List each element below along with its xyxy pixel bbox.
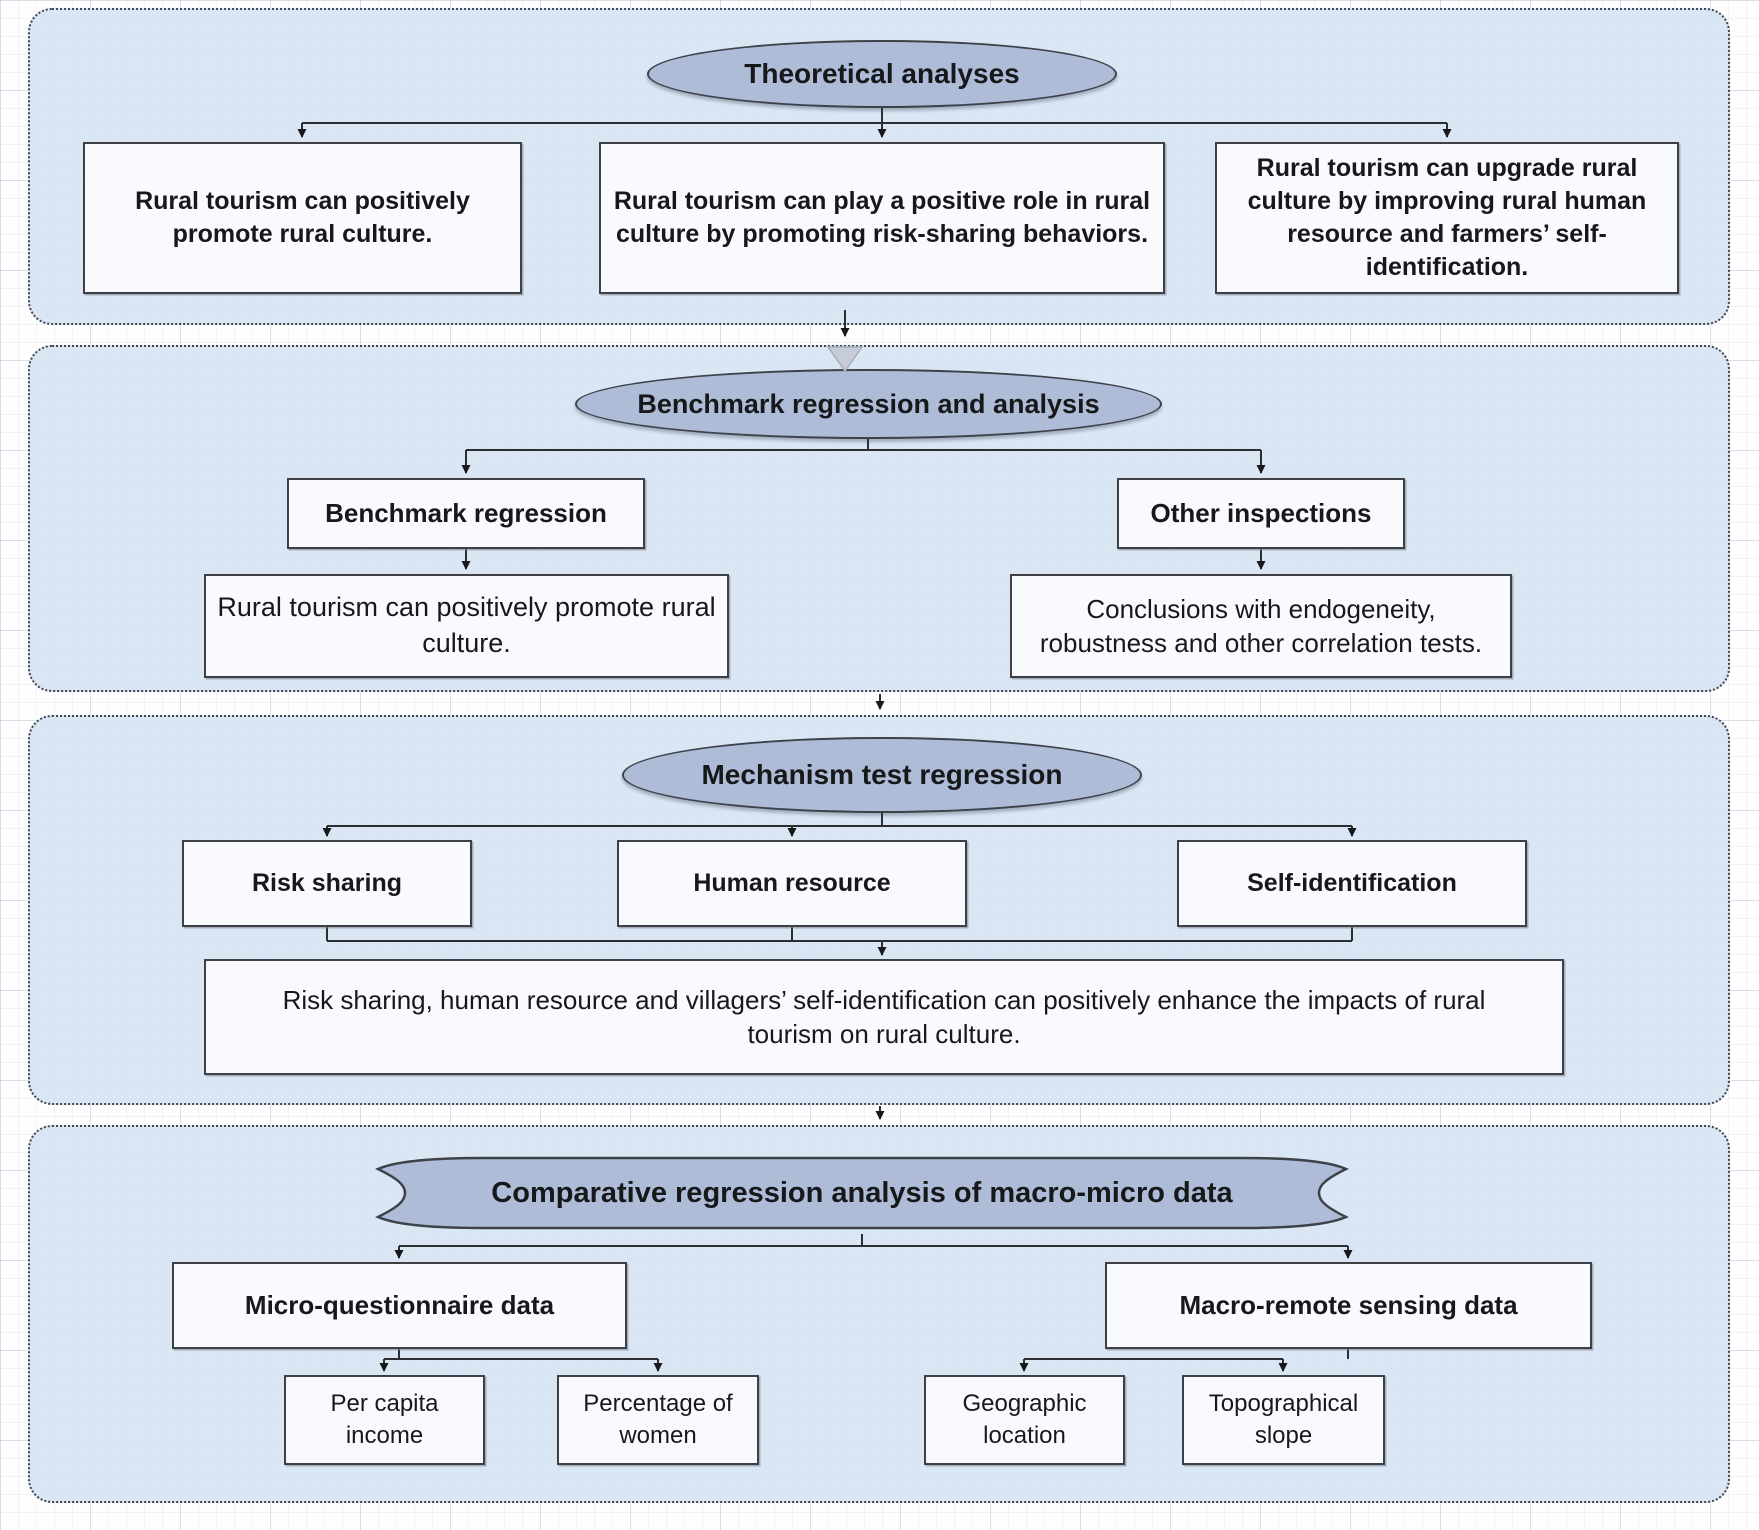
box-risk-sharing-behaviors: Rural tourism can play a positive role i… (599, 142, 1165, 294)
box-topographical-slope: Topographical slope (1182, 1375, 1385, 1465)
header-mechanism-test-regression: Mechanism test regression (622, 737, 1142, 813)
header-comparative-banner: Comparative regression analysis of macro… (362, 1152, 1362, 1234)
box-upgrade-rural-culture: Rural tourism can upgrade rural culture … (1215, 142, 1679, 294)
box-percentage-of-women: Percentage of women (557, 1375, 759, 1465)
box-other-inspections: Other inspections (1117, 478, 1405, 549)
box-macro-remote-sensing-data: Macro-remote sensing data (1105, 1262, 1592, 1349)
header-comparative-label: Comparative regression analysis of macro… (491, 1176, 1233, 1209)
box-self-identification: Self-identification (1177, 840, 1527, 927)
box-per-capita-income: Per capita income (284, 1375, 485, 1465)
wave-banner-shape (375, 1156, 1349, 1230)
box-inspections-result: Conclusions with endogeneity, robustness… (1010, 574, 1512, 678)
header-benchmark-regression-analysis: Benchmark regression and analysis (575, 369, 1162, 439)
header-theoretical-analyses: Theoretical analyses (647, 40, 1117, 108)
box-micro-questionnaire-data: Micro-questionnaire data (172, 1262, 627, 1349)
section-theoretical-analyses: Theoretical analyses Rural tourism can p… (28, 8, 1730, 325)
box-benchmark-regression: Benchmark regression (287, 478, 645, 549)
box-promote-rural-culture: Rural tourism can positively promote rur… (83, 142, 522, 294)
box-human-resource: Human resource (617, 840, 967, 927)
section-comparative-regression: Comparative regression analysis of macro… (28, 1125, 1730, 1503)
box-risk-sharing: Risk sharing (182, 840, 472, 927)
box-mechanism-conclusion: Risk sharing, human resource and village… (204, 959, 1564, 1075)
box-geographic-location: Geographic location (924, 1375, 1125, 1465)
section-mechanism-test: Mechanism test regression Risk sharing H… (28, 715, 1730, 1105)
section-benchmark-regression: Benchmark regression and analysis Benchm… (28, 345, 1730, 692)
box-benchmark-result: Rural tourism can positively promote rur… (204, 574, 729, 678)
